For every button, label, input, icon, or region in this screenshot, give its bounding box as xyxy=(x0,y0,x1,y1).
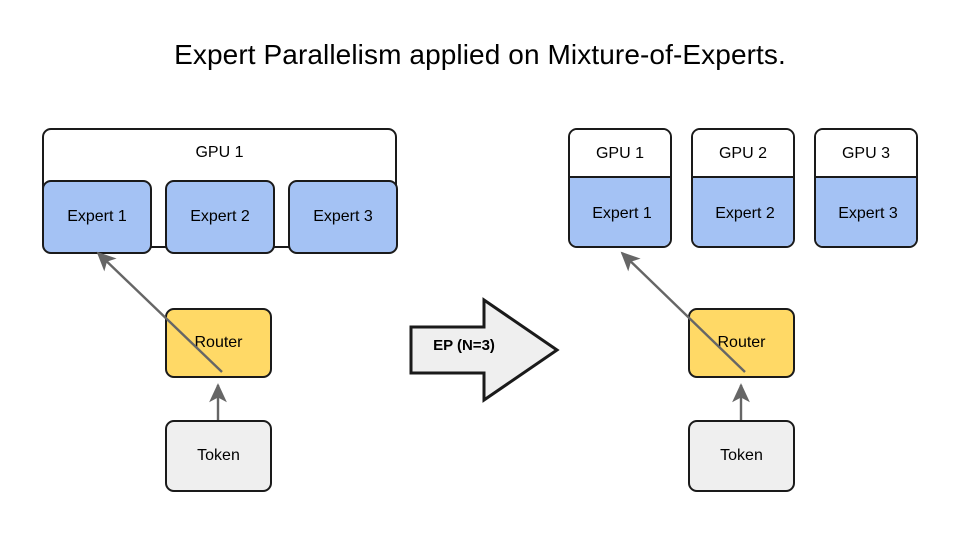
expert-box-left-2[interactable]: Expert 2 xyxy=(165,180,275,254)
gpu-card-right-2[interactable]: GPU 2 Expert 2 xyxy=(691,128,795,248)
expert-box-right-2[interactable]: Expert 2 xyxy=(693,176,793,246)
gpu-container-left-label: GPU 1 xyxy=(195,144,244,161)
expert-box-right-3-label: Expert 3 xyxy=(838,205,898,222)
router-box-right-label: Router xyxy=(717,334,766,351)
router-box-right[interactable]: Router xyxy=(688,308,795,378)
gpu-card-right-1-label: GPU 1 xyxy=(570,130,670,178)
gpu-card-right-2-label: GPU 2 xyxy=(693,130,793,178)
expert-box-right-2-label: Expert 2 xyxy=(715,205,775,222)
expert-box-right-1-label: Expert 1 xyxy=(592,205,652,222)
expert-box-right-1[interactable]: Expert 1 xyxy=(570,176,670,246)
expert-box-left-3-label: Expert 3 xyxy=(313,208,373,225)
page-title: Expert Parallelism applied on Mixture-of… xyxy=(174,39,786,70)
expert-box-left-2-label: Expert 2 xyxy=(190,208,250,225)
block-arrow-icon xyxy=(409,297,560,403)
token-box-left-label: Token xyxy=(197,447,240,464)
router-box-left-label: Router xyxy=(194,334,243,351)
ep-transition-arrow: EP (N=3) xyxy=(408,296,560,404)
router-box-left[interactable]: Router xyxy=(165,308,272,378)
gpu-card-right-3-label: GPU 3 xyxy=(816,130,916,178)
expert-box-left-3[interactable]: Expert 3 xyxy=(288,180,398,254)
expert-box-left-1[interactable]: Expert 1 xyxy=(42,180,152,254)
ep-transition-label: EP (N=3) xyxy=(433,337,495,354)
expert-box-left-1-label: Expert 1 xyxy=(67,208,127,225)
token-box-right-label: Token xyxy=(720,447,763,464)
token-box-right[interactable]: Token xyxy=(688,420,795,492)
gpu-card-right-3[interactable]: GPU 3 Expert 3 xyxy=(814,128,918,248)
expert-box-right-3[interactable]: Expert 3 xyxy=(816,176,916,246)
token-box-left[interactable]: Token xyxy=(165,420,272,492)
gpu-card-right-1[interactable]: GPU 1 Expert 1 xyxy=(568,128,672,248)
gpu-container-left: GPU 1 Expert 1 Expert 2 Expert 3 xyxy=(42,128,398,254)
